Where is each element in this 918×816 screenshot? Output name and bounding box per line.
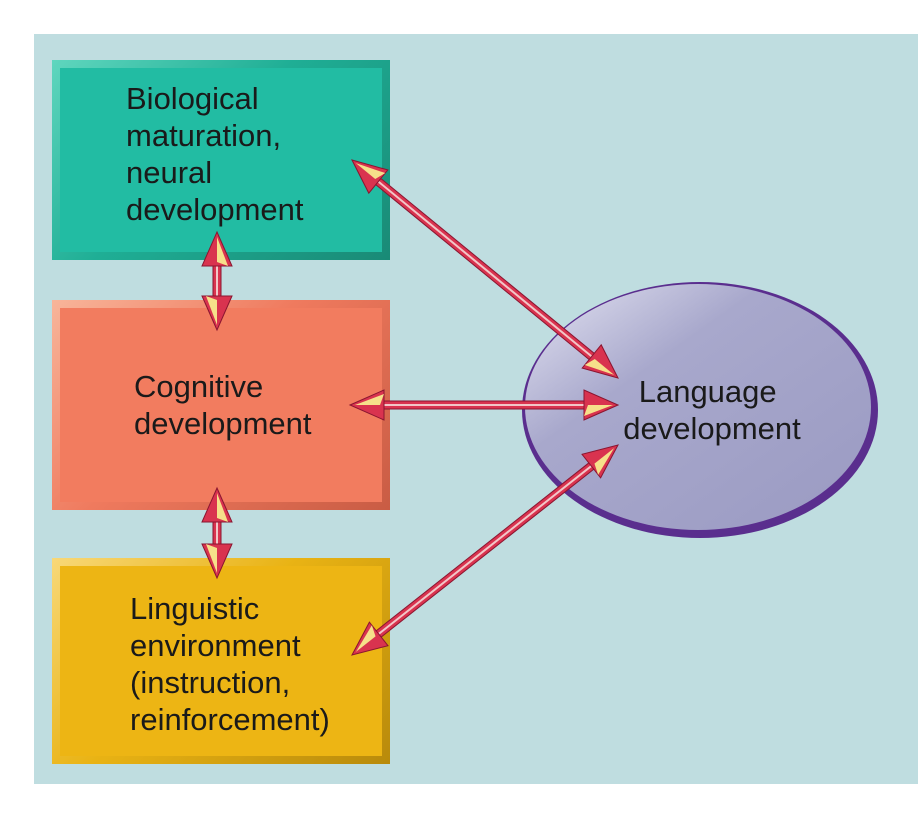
node-cognitive-development: Cognitive development (52, 300, 390, 510)
arrow-cognitive-linguistic (201, 486, 233, 580)
node-language-label-line1: Language (639, 374, 777, 409)
arrow-biological-cognitive (201, 230, 233, 332)
node-biological-label: Biological maturation, neural developmen… (126, 81, 304, 227)
arrow-linguistic-language (351, 444, 619, 656)
node-linguistic-label: Linguistic environment (instruction, rei… (130, 591, 330, 737)
arrows-layer (201, 159, 620, 656)
node-language-development: Language development (522, 282, 878, 538)
language-ellipse-face (525, 284, 871, 530)
node-linguistic-environment: Linguistic environment (instruction, rei… (52, 558, 390, 764)
node-biological-maturation: Biological maturation, neural developmen… (52, 60, 390, 260)
node-cognitive-label: Cognitive development (134, 369, 312, 441)
node-language-label-line2: development (623, 411, 801, 446)
node-language-label: Language development (623, 374, 801, 446)
arrow-cognitive-language (348, 389, 620, 421)
arrow-biological-language (351, 159, 619, 379)
